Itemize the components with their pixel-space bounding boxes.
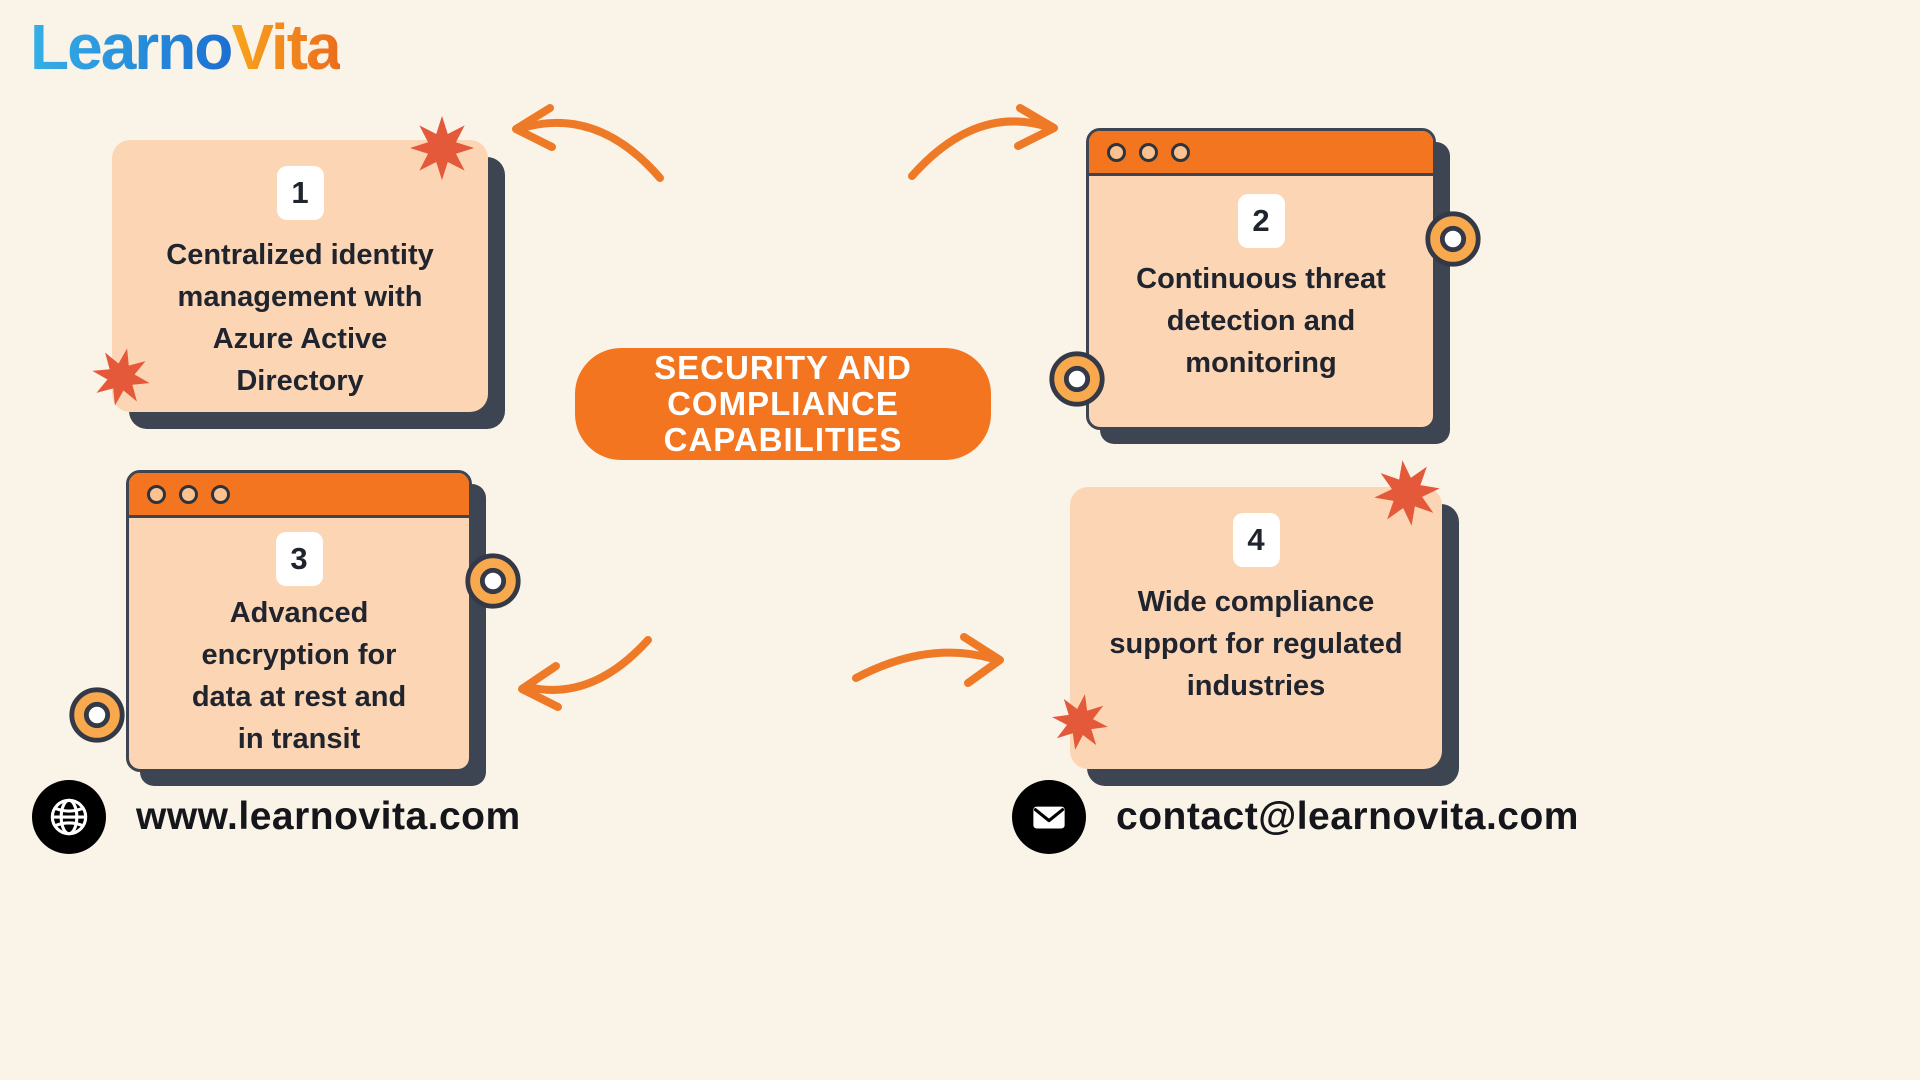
card-2-number-badge: 2	[1237, 194, 1285, 248]
learnovita-logo: LearnoVita	[30, 10, 342, 84]
page-title: SECURITY AND COMPLIANCE CAPABILITIES	[654, 350, 912, 458]
card-3-line: data at rest and	[191, 681, 407, 713]
page-title-line: COMPLIANCE	[667, 385, 899, 422]
card-1-line: management with	[177, 281, 423, 313]
card-1-line: Centralized identity	[166, 239, 434, 271]
card-2-line: monitoring	[1185, 347, 1337, 379]
card-4-line: industries	[1186, 670, 1326, 702]
window-dot	[147, 484, 166, 504]
card-1-number-badge: 1	[276, 166, 324, 220]
logo-text-vita: Vita	[231, 11, 341, 83]
email-icon	[1012, 780, 1086, 854]
card-3-text: Advanced encryption for data at rest and…	[129, 592, 469, 760]
arrow-to-card-2	[908, 104, 1058, 180]
card-3-number-badge: 3	[275, 532, 323, 586]
footer-email: contact@learnovita.com	[1012, 780, 1579, 854]
starburst-icon	[1052, 694, 1108, 750]
card-2-window-titlebar	[1089, 131, 1433, 176]
card-1-text: Centralized identity management with Azu…	[112, 234, 488, 402]
window-dot	[1139, 142, 1158, 162]
window-dot	[179, 484, 198, 504]
ring-icon	[1049, 351, 1105, 407]
arrow-to-card-4	[852, 633, 1004, 687]
card-3: 3 Advanced encryption for data at rest a…	[126, 470, 472, 772]
card-4-line: Wide compliance	[1137, 586, 1375, 618]
page-title-line: CAPABILITIES	[663, 421, 903, 458]
window-dot	[1171, 142, 1190, 162]
card-2: 2 Continuous threat detection and monito…	[1086, 128, 1436, 430]
globe-icon	[32, 780, 106, 854]
card-3-window-titlebar	[129, 473, 469, 518]
ring-icon	[69, 687, 125, 743]
card-1-line: Directory	[236, 365, 364, 397]
starburst-icon	[92, 348, 150, 406]
card-1-line: Azure Active	[212, 323, 388, 355]
footer-website: www.learnovita.com	[32, 780, 521, 854]
arrow-to-card-1	[512, 104, 664, 182]
card-4-number-badge: 4	[1232, 513, 1280, 567]
starburst-icon	[409, 115, 475, 181]
arrow-to-card-3	[518, 636, 652, 711]
logo-text-learno: Learno	[30, 11, 233, 83]
card-4-line: support for regulated	[1109, 628, 1403, 660]
card-3-line: Advanced	[229, 597, 369, 629]
ring-icon	[465, 553, 521, 609]
card-2-line: Continuous threat	[1136, 263, 1386, 295]
card-3-line: encryption for	[201, 639, 397, 671]
ring-icon	[1425, 211, 1481, 267]
starburst-icon	[1374, 460, 1440, 526]
card-2-line: detection and	[1166, 305, 1356, 337]
card-4-text: Wide compliance support for regulated in…	[1070, 581, 1442, 707]
card-2-text: Continuous threat detection and monitori…	[1089, 258, 1433, 384]
center-title-pill: SECURITY AND COMPLIANCE CAPABILITIES	[575, 348, 991, 460]
website-url: www.learnovita.com	[136, 795, 521, 838]
card-1: 1 Centralized identity management with A…	[112, 140, 488, 412]
page-title-line: SECURITY AND	[654, 349, 912, 386]
card-3-line: in transit	[237, 723, 361, 755]
email-address: contact@learnovita.com	[1116, 795, 1579, 838]
card-4: 4 Wide compliance support for regulated …	[1070, 487, 1442, 769]
window-dot	[1107, 142, 1126, 162]
window-dot	[211, 484, 230, 504]
